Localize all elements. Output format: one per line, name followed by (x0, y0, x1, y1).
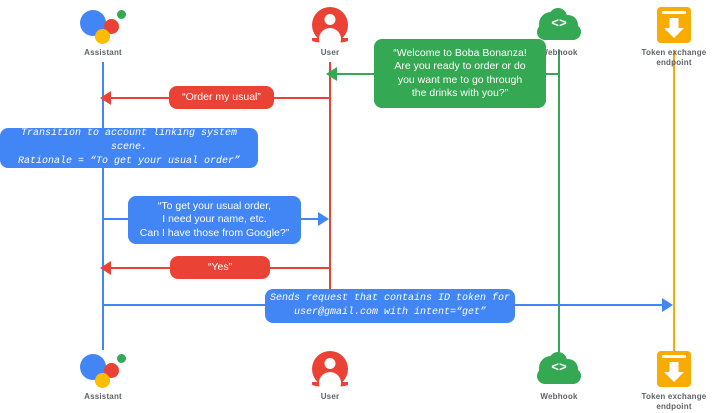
actor-assistant-top[interactable]: Assistant (43, 5, 163, 58)
lifeline-assistant (102, 62, 104, 350)
user-icon-wrap (270, 5, 390, 45)
assistant-icon-wrap-bottom (43, 349, 163, 389)
note-text-transition: Transition to account linking system sce… (17, 128, 241, 167)
download-box-icon (657, 351, 691, 387)
token-icon-arrow-shaft (669, 18, 679, 29)
message-text-send-id-token: Sends request that contains ID token for… (269, 293, 511, 318)
webhook-icon-wrap: <> (499, 5, 619, 45)
actor-user-bottom[interactable]: User (270, 349, 390, 402)
token-icon-lid (662, 11, 686, 14)
arrow-head-welcome (326, 67, 337, 81)
assistant-green-dot-icon (117, 10, 126, 19)
token-icon-arrow-head (664, 28, 684, 38)
actor-webhook-top[interactable]: <> Webhook (499, 5, 619, 58)
google-assistant-icon (80, 6, 126, 44)
arrow-head-yes (100, 261, 111, 275)
actor-label-webhook: Webhook (540, 392, 578, 401)
lifeline-user (329, 62, 331, 294)
arrow-head-ask-for-name (318, 212, 329, 226)
actor-label-assistant: Assistant (84, 48, 122, 57)
actor-assistant-bottom[interactable]: Assistant (43, 349, 163, 402)
assistant-icon-wrap (43, 5, 163, 45)
cloud-code-icon: <> (536, 352, 582, 386)
note-bubble-transition[interactable]: Transition to account linking system sce… (0, 128, 258, 168)
message-bubble-order-my-usual[interactable]: “Order my usual” (169, 86, 274, 109)
code-brackets-icon: <> (551, 360, 567, 375)
actor-label-token: Token exchange endpoint (641, 48, 707, 67)
arrow-head-send-id-token (662, 298, 673, 312)
token-icon-arrow-head (664, 372, 684, 382)
assistant-green-dot-icon (117, 354, 126, 363)
lifeline-token (673, 50, 675, 352)
arrow-head-order-my-usual (100, 91, 111, 105)
user-icon-base (312, 38, 348, 43)
message-text-welcome: “Welcome to Boba Bonanza! Are you ready … (393, 46, 527, 100)
cloud-base (537, 368, 581, 384)
actor-token-top[interactable]: Token exchange endpoint (614, 5, 725, 68)
actor-label-assistant: Assistant (84, 392, 122, 401)
actor-label-user: User (320, 392, 340, 401)
actor-user-top[interactable]: User (270, 5, 390, 58)
message-text-ask-for-name: “To get your usual order, I need your na… (139, 199, 290, 239)
lifeline-webhook (558, 50, 560, 352)
google-assistant-icon (80, 350, 126, 388)
message-bubble-ask-for-name[interactable]: “To get your usual order, I need your na… (128, 196, 301, 244)
user-icon-wrap-bottom (270, 349, 390, 389)
assistant-yellow-dot-icon (95, 373, 110, 388)
token-icon-lid (662, 355, 686, 358)
download-box-icon (657, 7, 691, 43)
message-text-yes: “Yes” (207, 260, 233, 273)
message-text-order-my-usual: “Order my usual” (182, 90, 261, 103)
message-bubble-welcome[interactable]: “Welcome to Boba Bonanza! Are you ready … (374, 39, 546, 108)
cloud-base (537, 24, 581, 40)
token-icon-wrap-bottom (614, 349, 725, 389)
token-icon-wrap (614, 5, 725, 45)
user-avatar-icon (312, 7, 348, 43)
actor-label-webhook: Webhook (540, 48, 578, 57)
actor-webhook-bottom[interactable]: <> Webhook (499, 349, 619, 402)
webhook-icon-wrap-bottom: <> (499, 349, 619, 389)
actor-label-token: Token exchange endpoint (641, 392, 707, 411)
user-avatar-icon (312, 351, 348, 387)
actor-label-user: User (320, 48, 340, 57)
code-brackets-icon: <> (551, 16, 567, 31)
user-icon-base (312, 382, 348, 387)
token-icon-arrow-shaft (669, 362, 679, 373)
message-bubble-yes[interactable]: “Yes” (170, 256, 270, 279)
cloud-code-icon: <> (536, 8, 582, 42)
message-bubble-send-id-token[interactable]: Sends request that contains ID token for… (265, 289, 515, 323)
assistant-yellow-dot-icon (95, 29, 110, 44)
actor-token-bottom[interactable]: Token exchange endpoint (614, 349, 725, 412)
